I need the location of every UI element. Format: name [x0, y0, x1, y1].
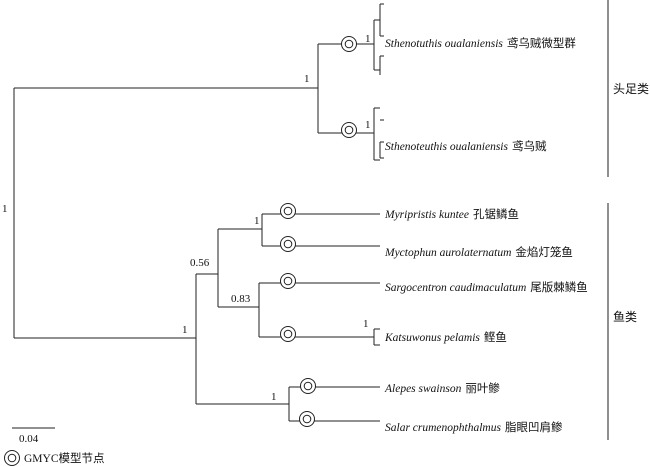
support-values: 1 1 1 1 1 0.56 1 0.83 1 1	[2, 33, 371, 403]
tip-labels: Sthenotuthis oualaniensis 鸢乌贼微型群 Sthenote…	[384, 36, 588, 434]
tip-label-8: Salar crumenophthalmus 脂眼凹肩鲹	[385, 420, 563, 434]
gmyc-node-marker	[280, 326, 296, 342]
support-t1-subclade: 1	[365, 33, 371, 45]
common-name: 鲣鱼	[484, 330, 507, 344]
common-name: 鸢乌贼微型群	[507, 36, 576, 50]
support-t2-subclade: 1	[365, 119, 371, 131]
common-name: 金焰灯笼鱼	[515, 245, 573, 259]
common-name: 孔锯鳞鱼	[473, 207, 519, 221]
support-node-myr-myc: 1	[254, 215, 260, 227]
group-label-fish: 鱼类	[613, 310, 637, 324]
common-name: 鸢乌贼	[512, 139, 547, 153]
tree-branches	[13, 3, 384, 422]
support-t6-subclade: 1	[363, 318, 369, 330]
support-root: 1	[2, 203, 8, 215]
gmyc-node-marker	[299, 411, 315, 427]
species-name: Sthenotuthis oualaniensis	[385, 38, 503, 50]
common-name: 尾版棘鳞鱼	[530, 280, 588, 294]
support-node-056: 0.56	[190, 257, 210, 269]
gmyc-node-marker	[280, 273, 296, 289]
support-fish-clade: 1	[182, 324, 188, 336]
gmyc-node-marker	[300, 378, 316, 394]
gmyc-node-marker	[280, 236, 296, 252]
support-node-083: 0.83	[231, 293, 251, 305]
tip-label-4: Myctophun aurolaternatum 金焰灯笼鱼	[384, 245, 573, 259]
gmyc-nodes	[280, 36, 357, 427]
gmyc-node-marker	[341, 122, 357, 138]
species-name: Sargocentron caudimaculatum	[385, 282, 526, 294]
species-name: Myripristis kuntee	[384, 209, 469, 221]
species-name: Myctophun aurolaternatum	[384, 247, 511, 259]
species-name: Alepes swainson	[384, 383, 462, 395]
gmyc-node-marker	[280, 203, 296, 219]
species-name: Salar crumenophthalmus	[385, 422, 501, 434]
double-circle-icon	[4, 450, 20, 466]
support-cephalopod-clade: 1	[304, 73, 310, 85]
group-label-cephalopods: 头足类	[613, 82, 649, 96]
species-name: Sthenoteuthis oualaniensis	[385, 141, 509, 153]
species-name: Katsuwonus pelamis	[384, 332, 480, 344]
support-node-alepes-salar: 1	[271, 391, 277, 403]
legend-label: GMYC模型节点	[24, 451, 105, 465]
tip-label-3: Myripristis kuntee 孔锯鳞鱼	[384, 207, 519, 221]
common-name: 丽叶鲹	[465, 381, 500, 395]
scale-bar-label: 0.04	[19, 433, 39, 445]
tip-label-5: Sargocentron caudimaculatum 尾版棘鳞鱼	[385, 280, 588, 294]
common-name: 脂眼凹肩鲹	[505, 420, 563, 434]
gmyc-node-marker	[341, 36, 357, 52]
tip-label-1: Sthenotuthis oualaniensis 鸢乌贼微型群	[385, 36, 576, 50]
tip-label-6: Katsuwonus pelamis 鲣鱼	[384, 330, 507, 344]
